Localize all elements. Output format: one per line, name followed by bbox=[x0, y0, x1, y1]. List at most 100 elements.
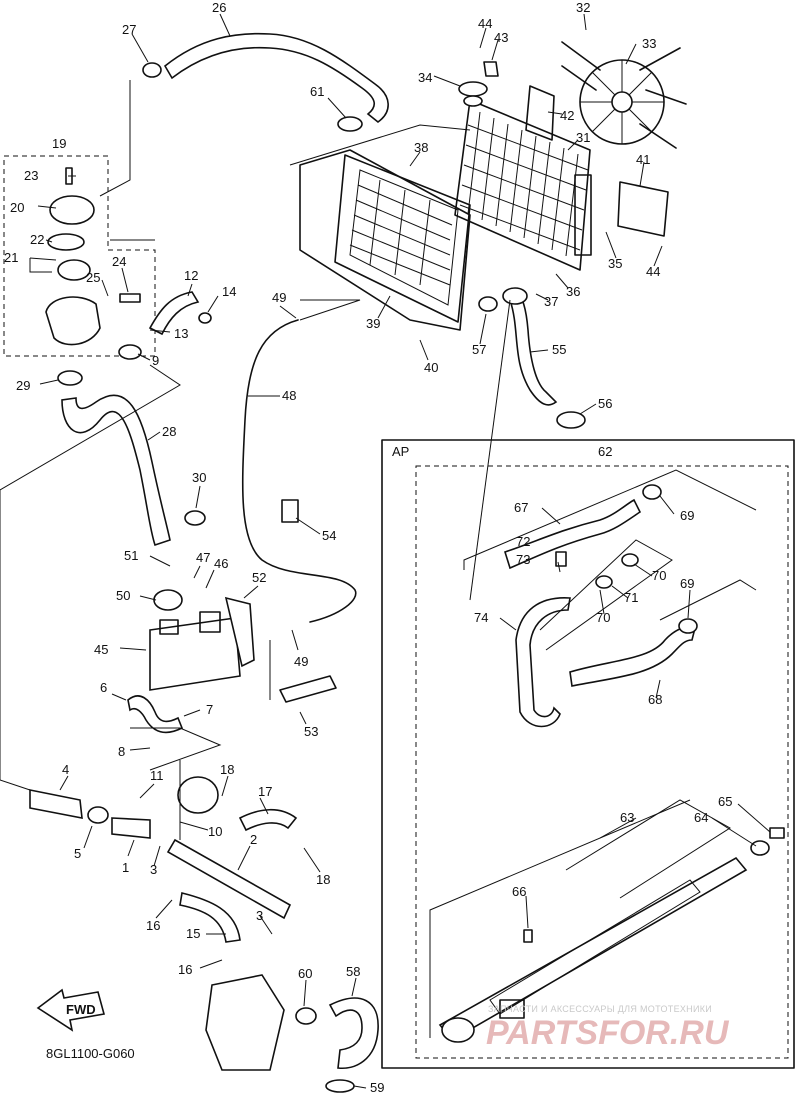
callout-32: 32 bbox=[576, 0, 590, 15]
watermark-logo: PARTSFOR.RU bbox=[486, 1014, 730, 1052]
callout-18-bottom: 18 bbox=[316, 872, 330, 887]
ap-kit-dashed-frame bbox=[415, 465, 789, 1059]
pipe-1 bbox=[111, 817, 151, 839]
hose-55 bbox=[509, 290, 558, 406]
callout-1: 1 bbox=[122, 860, 129, 875]
radiator-cover bbox=[334, 154, 471, 323]
callout-52: 52 bbox=[252, 570, 266, 585]
callout-10: 10 bbox=[208, 824, 222, 839]
callout-54: 54 bbox=[322, 528, 336, 543]
callout-49-top: 49 bbox=[272, 290, 286, 305]
hose-2 bbox=[166, 838, 292, 920]
callout-73: 73 bbox=[516, 552, 530, 567]
hose-12 bbox=[148, 291, 200, 336]
clamp-56 bbox=[556, 411, 586, 429]
clamp-30 bbox=[184, 510, 206, 526]
callout-70-right: 70 bbox=[652, 568, 666, 583]
clamp-54 bbox=[281, 499, 299, 523]
callout-8: 8 bbox=[118, 744, 125, 759]
callout-62: 62 bbox=[598, 444, 612, 459]
callout-53: 53 bbox=[304, 724, 318, 739]
clamp-57 bbox=[478, 296, 498, 312]
thermostat-group-frame bbox=[3, 155, 156, 357]
callout-67: 67 bbox=[514, 500, 528, 515]
callout-16-bottom: 16 bbox=[178, 962, 192, 977]
callout-47: 47 bbox=[196, 550, 210, 565]
callout-68: 68 bbox=[648, 692, 662, 707]
callout-39: 39 bbox=[366, 316, 380, 331]
callout-12: 12 bbox=[184, 268, 198, 283]
water-pump bbox=[205, 974, 285, 1071]
hose-28 bbox=[61, 394, 171, 547]
callout-26: 26 bbox=[212, 0, 226, 15]
callout-71: 71 bbox=[624, 590, 638, 605]
callout-40: 40 bbox=[424, 360, 438, 375]
callout-31: 31 bbox=[576, 130, 590, 145]
radiator-shroud bbox=[299, 149, 471, 331]
callout-5: 5 bbox=[74, 846, 81, 861]
hose-68 bbox=[569, 625, 696, 687]
callout-56: 56 bbox=[598, 396, 612, 411]
diagram-code: 8GL1100-G060 bbox=[46, 1046, 135, 1061]
clamp-70-left bbox=[595, 575, 613, 589]
callout-59: 59 bbox=[370, 1080, 384, 1095]
fwd-arrow-icon: FWD bbox=[36, 988, 106, 1032]
callout-17: 17 bbox=[258, 784, 272, 799]
routing-lines bbox=[0, 80, 757, 1038]
callout-55: 55 bbox=[552, 342, 566, 357]
clamp-69-top bbox=[642, 484, 662, 500]
callout-16-top: 16 bbox=[146, 918, 160, 933]
hose-58 bbox=[328, 997, 379, 1070]
callout-74: 74 bbox=[474, 610, 488, 625]
callout-23: 23 bbox=[24, 168, 38, 183]
callout-46: 46 bbox=[214, 556, 228, 571]
bolt-65 bbox=[769, 827, 785, 839]
clamp-9 bbox=[118, 344, 142, 360]
leader-lines bbox=[29, 13, 771, 1089]
callout-61: 61 bbox=[310, 84, 324, 99]
watermark-tagline: ЗАПЧАСТИ И АКСЕССУАРЫ ДЛЯ МОТОТЕХНИКИ bbox=[488, 1004, 712, 1014]
callout-30: 30 bbox=[192, 470, 206, 485]
callout-50: 50 bbox=[116, 588, 130, 603]
hose-67 bbox=[504, 498, 642, 570]
callout-44-bottom: 44 bbox=[646, 264, 660, 279]
callout-58: 58 bbox=[346, 964, 360, 979]
hose-17 bbox=[238, 808, 298, 832]
callout-44-top: 44 bbox=[478, 16, 492, 31]
clamp-60 bbox=[295, 1007, 317, 1025]
radiator-bracket-top bbox=[525, 85, 555, 141]
radiator-core bbox=[454, 99, 592, 271]
callout-21: 21 bbox=[4, 250, 18, 265]
ap-box bbox=[381, 439, 795, 1069]
clamp-61 bbox=[337, 116, 363, 132]
callout-labels: 26 27 61 19 23 20 22 21 24 25 12 14 13 9… bbox=[4, 0, 732, 1095]
hose-74 bbox=[515, 597, 571, 728]
callout-37: 37 bbox=[544, 294, 558, 309]
callout-69-top: 69 bbox=[680, 508, 694, 523]
strap-53 bbox=[279, 675, 337, 703]
clamp-5 bbox=[87, 806, 109, 824]
callout-3-top: 3 bbox=[150, 862, 157, 877]
hose-4 bbox=[29, 789, 83, 819]
callout-13: 13 bbox=[174, 326, 188, 341]
callout-65: 65 bbox=[718, 794, 732, 809]
callout-11: 11 bbox=[150, 768, 164, 783]
callout-27: 27 bbox=[122, 22, 136, 37]
hose-48 bbox=[241, 319, 357, 623]
hose-15 bbox=[179, 892, 241, 943]
callout-18-top: 18 bbox=[220, 762, 234, 777]
clamp-69-lower bbox=[678, 618, 698, 634]
fitting-72 bbox=[555, 551, 567, 567]
callout-4: 4 bbox=[62, 762, 69, 777]
callout-34: 34 bbox=[418, 70, 432, 85]
washer-64 bbox=[750, 840, 770, 856]
callout-36: 36 bbox=[566, 284, 580, 299]
thermostat-housing bbox=[45, 167, 141, 346]
clamp-37 bbox=[502, 287, 528, 305]
hose-26 bbox=[163, 32, 389, 124]
hose-52 bbox=[224, 596, 255, 668]
callout-49-bottom: 49 bbox=[294, 654, 308, 669]
callout-9: 9 bbox=[152, 353, 159, 368]
callout-15: 15 bbox=[186, 926, 200, 941]
